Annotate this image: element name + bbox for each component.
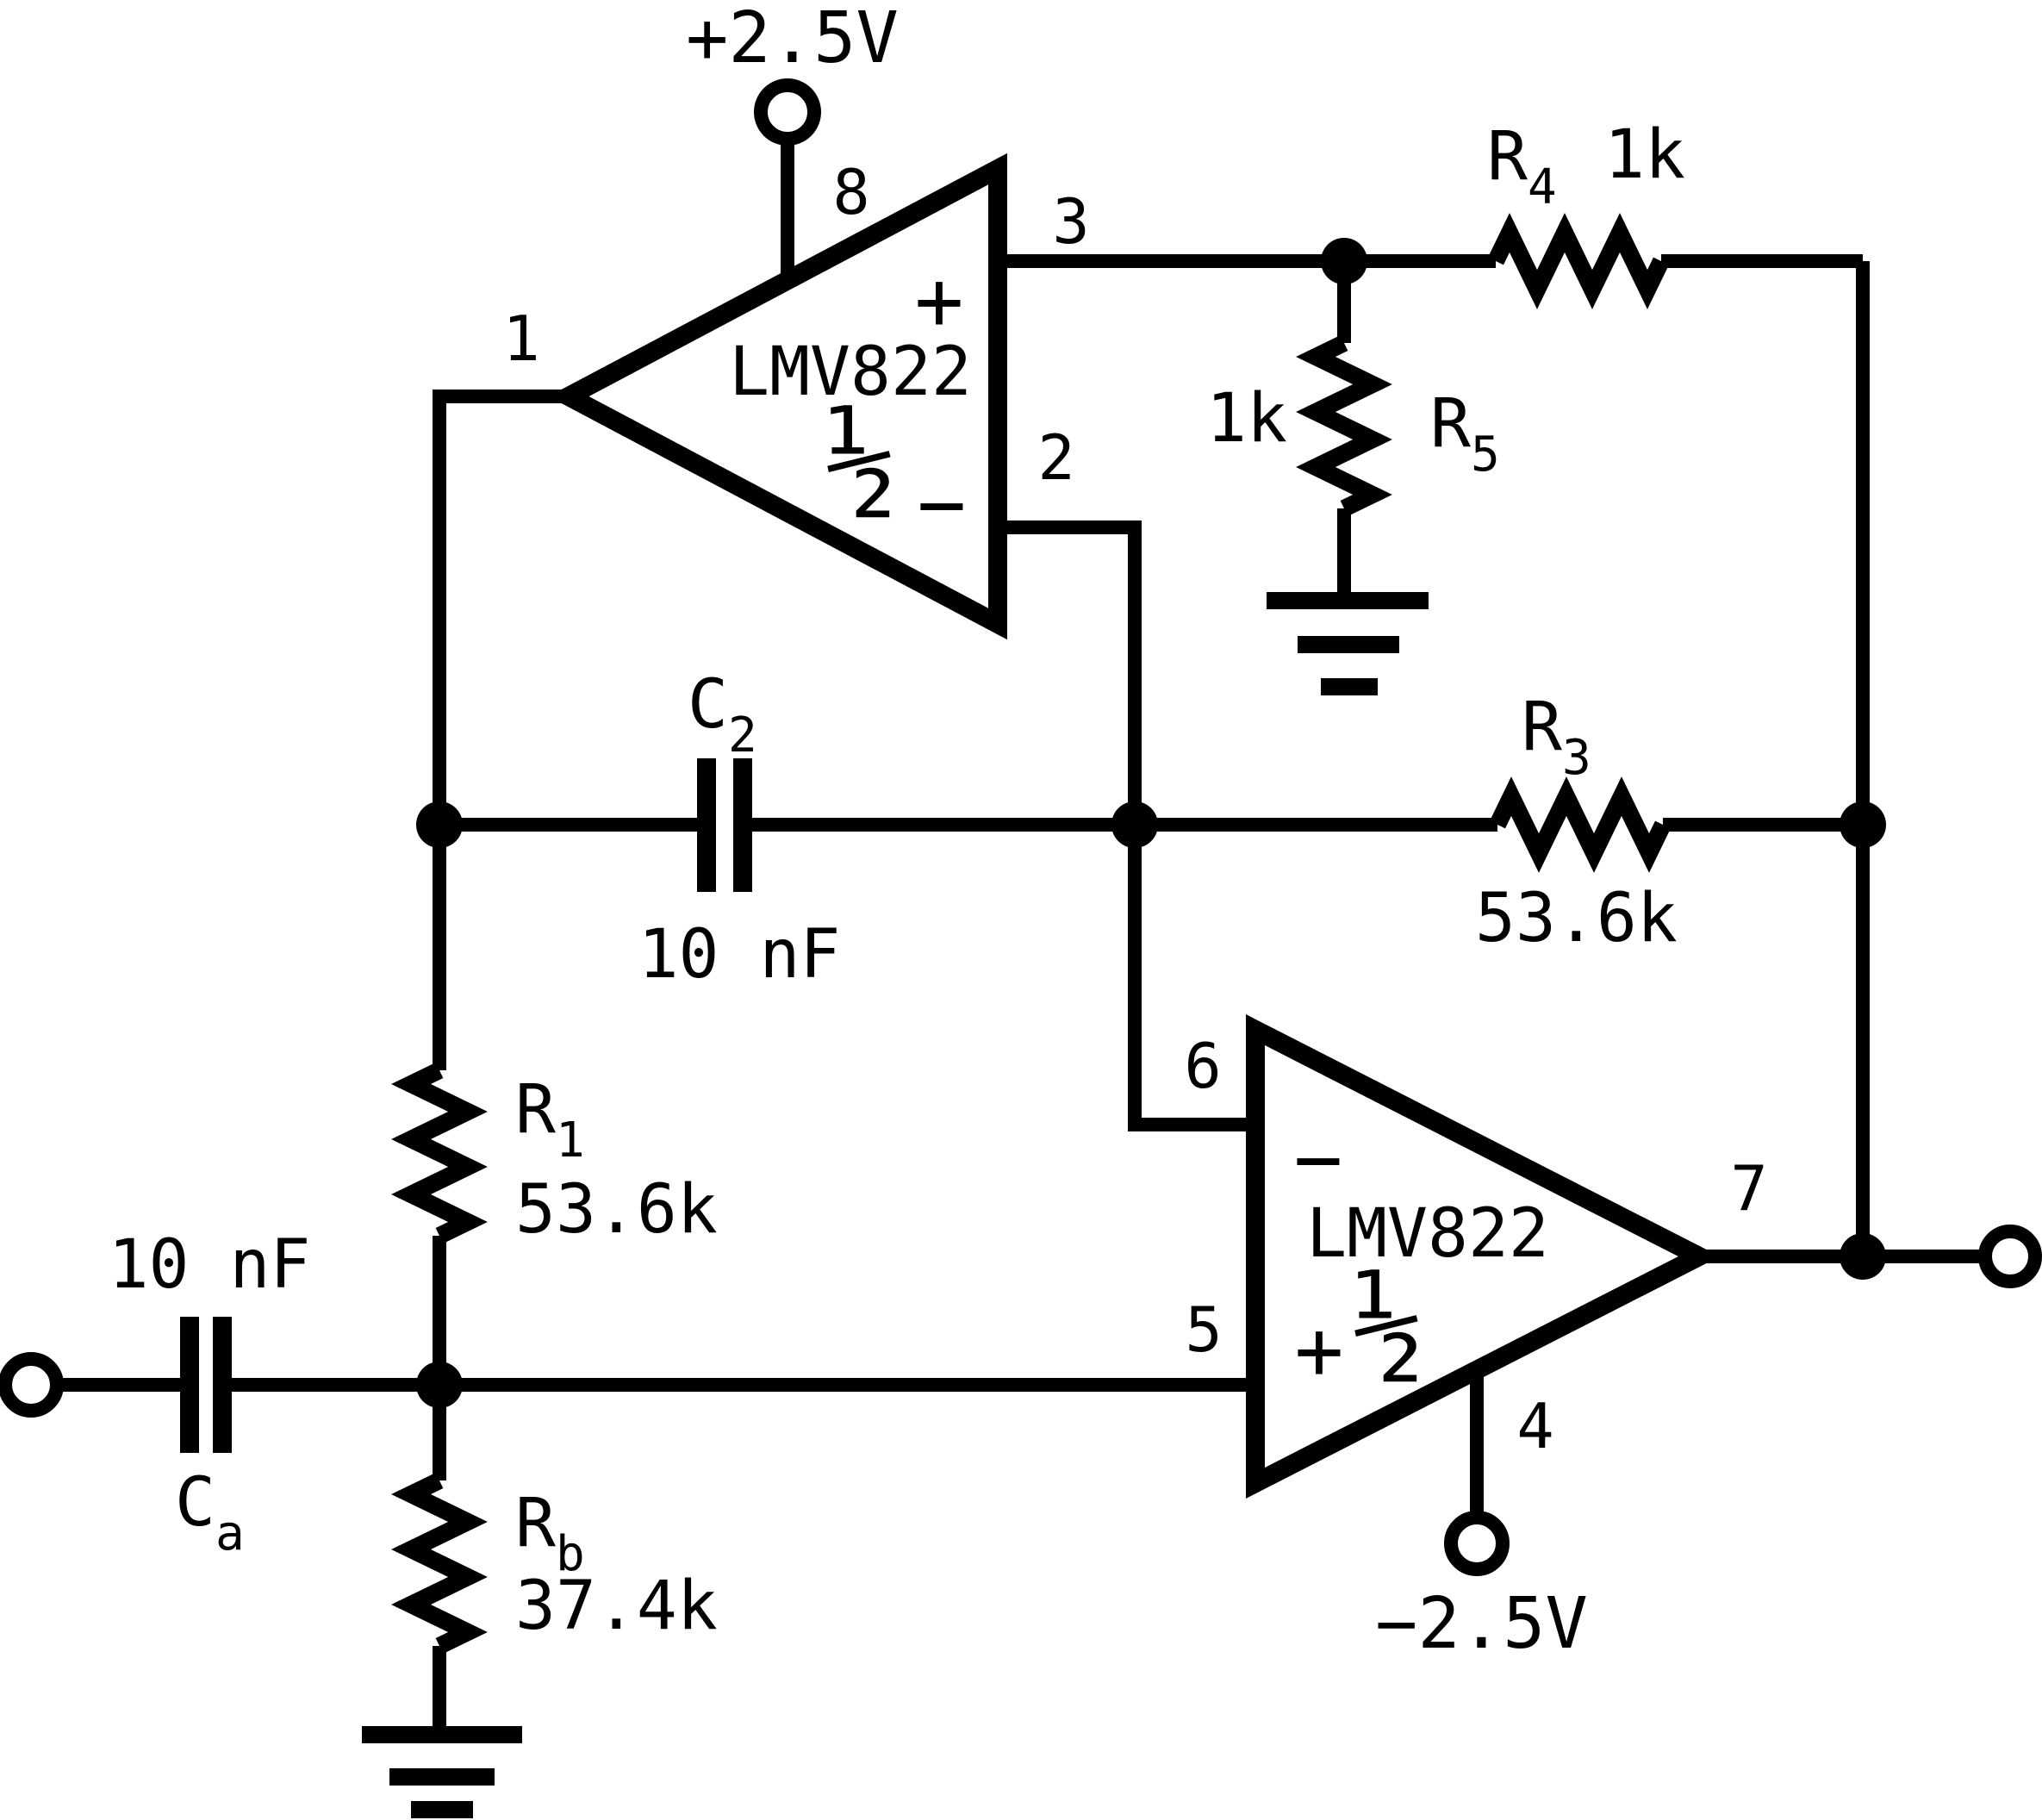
r5-branch: 1k R 5 xyxy=(1206,261,1500,695)
positive-supply: +2.5V xyxy=(686,0,899,280)
negative-supply-terminal-icon xyxy=(1444,1511,1510,1576)
opamp-bottom-pin-inverting: 6 xyxy=(1184,1030,1221,1102)
resistor-r1-icon xyxy=(391,1063,488,1243)
resistor-r5-icon xyxy=(1296,335,1392,516)
opamp-bottom-half: ½ xyxy=(1353,1256,1424,1394)
positive-supply-label: +2.5V xyxy=(686,0,899,79)
input-branch: 10 nF C a xyxy=(0,1226,1255,1561)
positive-supply-terminal-icon xyxy=(754,78,821,146)
negative-supply-label: −2.5V xyxy=(1375,1583,1588,1665)
opamp-top-noninverting-sign: + xyxy=(914,254,963,349)
ground-symbol-rb-icon xyxy=(362,1726,522,1818)
r3-value: 53.6k xyxy=(1475,880,1678,957)
r5-ref-sub: 5 xyxy=(1471,427,1500,483)
c2-ref-sub: 2 xyxy=(728,707,757,764)
r1-value: 53.6k xyxy=(515,1171,718,1249)
output-terminal-icon xyxy=(1978,1225,2042,1288)
opamp-bottom-pin-output: 7 xyxy=(1730,1152,1767,1225)
feedback-top-branch: R 4 1k xyxy=(998,116,1870,1256)
r5-value: 1k xyxy=(1206,380,1287,458)
opamp-bottom-name: LMV822 xyxy=(1306,1195,1549,1273)
c2-ref: C xyxy=(688,666,728,744)
opamp-top-half: ½ xyxy=(825,391,897,530)
rb-ref: R xyxy=(515,1485,556,1562)
r4-ref: R xyxy=(1487,118,1528,196)
opamp-top-pin-output: 1 xyxy=(502,302,539,375)
junction-dot-c2-right xyxy=(1111,801,1158,848)
rb-ref-sub: b xyxy=(556,1526,585,1582)
ca-ref: C xyxy=(175,1464,215,1542)
opamp-top-pin-inverting: 2 xyxy=(1037,421,1074,494)
negative-supply: −2.5V xyxy=(1375,1372,1588,1665)
resistor-r4-icon xyxy=(1488,213,1669,309)
junction-dot-c2-left xyxy=(416,801,463,848)
opamp-bottom-inverting-sign: − xyxy=(1293,1113,1342,1207)
opamp-bottom: LMV822 ½ − + 6 5 7 4 xyxy=(1184,1014,1768,1499)
opamp-top-inverting-sign: − xyxy=(917,458,966,552)
junction-dot-input-node xyxy=(416,1362,463,1408)
r5-ref: R xyxy=(1430,385,1471,463)
input-terminal-icon xyxy=(0,1352,64,1418)
left-rail: R 1 53.6k R b 37.4k xyxy=(362,390,718,1818)
junction-dot-output xyxy=(1840,1233,1886,1280)
opamp-top: LMV822 ½ + − 1 8 3 2 xyxy=(502,153,1090,640)
opamp-top-pin-noninverting: 3 xyxy=(1052,185,1089,258)
pin1-wire xyxy=(433,390,569,825)
ca-value: 10 nF xyxy=(109,1226,311,1304)
opamp-top-triangle-icon xyxy=(548,153,1007,640)
r3-ref: R xyxy=(1522,689,1562,766)
r1-ref-sub: 1 xyxy=(556,1113,585,1169)
rb-value: 37.4k xyxy=(515,1568,718,1645)
opamp-top-name: LMV822 xyxy=(729,333,972,411)
opamp-bottom-triangle-icon xyxy=(1246,1014,1721,1499)
r4-value: 1k xyxy=(1604,116,1685,194)
r1-ref: R xyxy=(515,1071,556,1149)
output-branch xyxy=(1699,1225,2042,1288)
c2-value: 10 nF xyxy=(638,916,841,994)
r3-ref-sub: 3 xyxy=(1562,730,1591,786)
opamp-top-pin-supply: 8 xyxy=(832,156,869,228)
opamp-bottom-pin-supply: 4 xyxy=(1516,1390,1553,1462)
ca-ref-sub: a xyxy=(215,1505,245,1561)
ground-symbol-r5-icon xyxy=(1267,592,1429,695)
junction-dot-r3-bus xyxy=(1840,801,1886,848)
r4-ref-sub: 4 xyxy=(1528,159,1557,215)
resistor-rb-icon xyxy=(391,1473,488,1654)
c2-r3-branch: C 2 10 nF R 3 53.6k xyxy=(416,666,1886,994)
resistor-r3-icon xyxy=(1490,776,1671,873)
opamp-bottom-pin-noninverting: 5 xyxy=(1185,1293,1222,1366)
opamp-bottom-noninverting-sign: + xyxy=(1294,1304,1343,1399)
